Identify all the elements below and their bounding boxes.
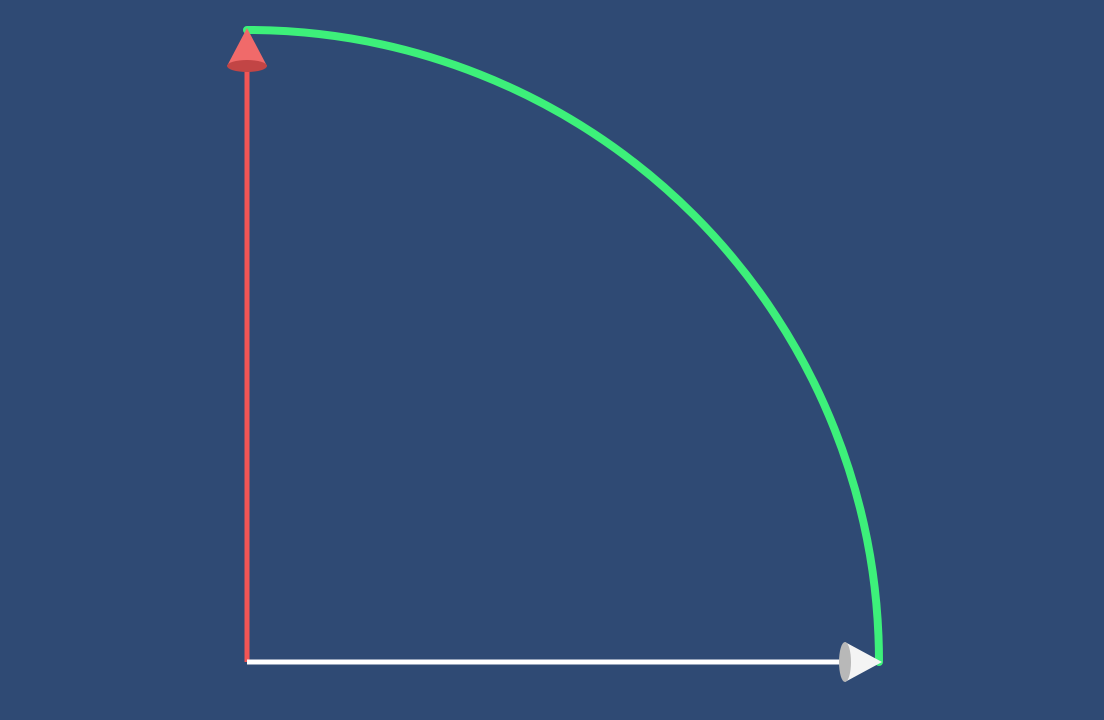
rotation-arc — [243, 26, 883, 666]
horizontal-vector-arrowhead-icon — [839, 642, 882, 682]
vertical-vector-arrowhead-icon — [227, 28, 267, 72]
